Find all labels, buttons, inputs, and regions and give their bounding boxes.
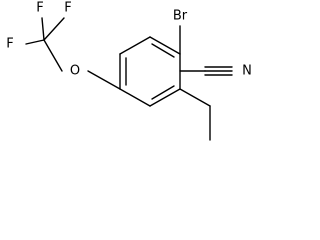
bond-methyl (179, 88, 211, 107)
atom-label-f2: F (36, 1, 43, 16)
ring-bond-c6-c1 (119, 36, 151, 55)
atom-label-n: N (242, 64, 252, 79)
ring-double-bond-c1-c2 (151, 43, 175, 58)
structure-diagram: Br N O F F F (6, 1, 252, 141)
ring-double-bond-c3-c4 (151, 85, 175, 100)
ring-bond-c4-c5 (119, 88, 151, 107)
atom-label-o: O (70, 64, 80, 79)
bond-c-o (87, 70, 121, 90)
bond-o-cf3 (43, 39, 63, 72)
atom-label-br: Br (173, 9, 188, 24)
bond-c-f2 (41, 17, 45, 41)
atom-label-f1: F (6, 37, 13, 52)
ring-bond-c1-c2 (149, 36, 181, 55)
bond-c-f3 (43, 17, 65, 41)
bond-c-f1 (25, 39, 45, 45)
molecule-drawing: Br N O F F F (6, 1, 252, 141)
atom-label-f3: F (64, 1, 71, 16)
ring-bond-c3-c4 (149, 88, 181, 107)
